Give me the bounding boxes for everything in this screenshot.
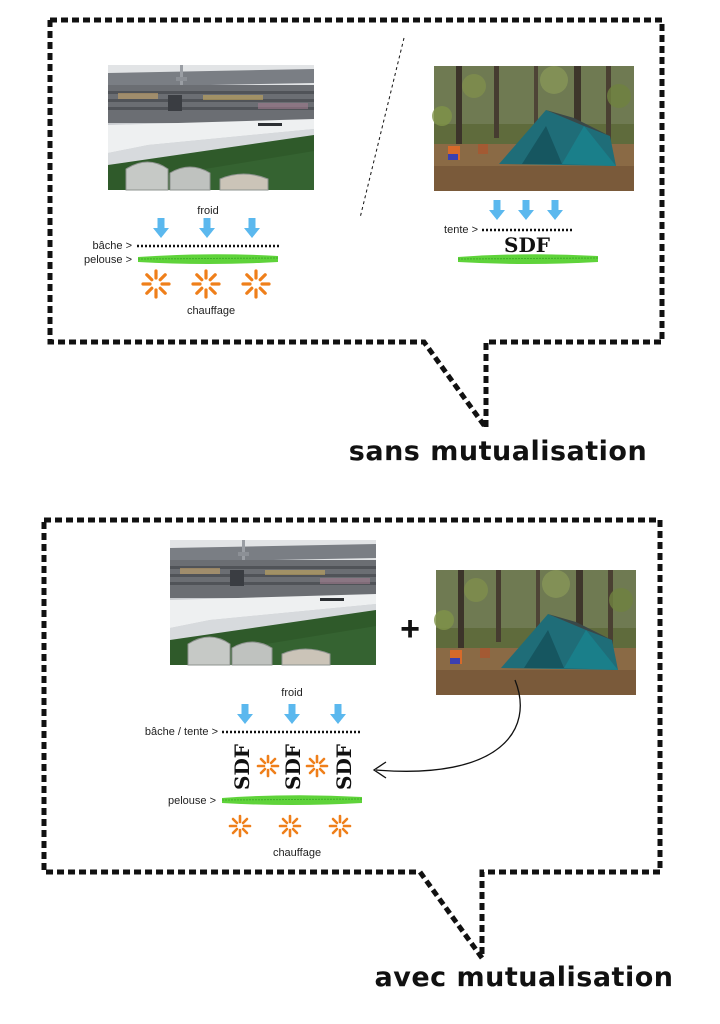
heat-burst-icon (191, 269, 221, 299)
label-sdf-2: SDF (281, 744, 305, 790)
grass-strip-icon (137, 253, 279, 265)
tent-photo-top (432, 66, 634, 191)
label-pelouse-top: pelouse > (84, 254, 132, 266)
cold-arrow-icon (284, 704, 300, 724)
heat-burst-icon (141, 269, 171, 299)
cold-arrow-icon (199, 218, 215, 238)
caption-avec-mutualisation: avec mutualisation (375, 962, 674, 993)
grass-strip-icon (457, 253, 599, 265)
cold-arrow-icon (330, 704, 346, 724)
tent-photo-bottom (434, 570, 636, 695)
cold-arrow-icon (237, 704, 253, 724)
speech-bubble-top (47, 17, 665, 436)
label-bache-tente: bâche / tente > (145, 726, 218, 738)
heat-burst-icon (328, 814, 352, 838)
heat-burst-icon (228, 814, 252, 838)
heat-bursts-bottom (228, 814, 352, 838)
plus-sign: + (400, 610, 420, 648)
heat-burst-icon (241, 269, 271, 299)
cold-arrows-top-left (153, 218, 260, 238)
label-froid-bottom: froid (281, 687, 302, 699)
speech-bubble-bottom (41, 517, 663, 966)
cold-arrows-top-right (489, 200, 563, 220)
label-chauffage-top: chauffage (187, 305, 235, 317)
cold-arrow-icon (547, 200, 563, 220)
cold-arrow-icon (489, 200, 505, 220)
heat-bursts-top (141, 269, 271, 299)
cold-arrow-icon (153, 218, 169, 238)
cold-arrow-icon (518, 200, 534, 220)
separator-line (359, 37, 405, 219)
cold-arrow-icon (244, 218, 260, 238)
label-sdf-3: SDF (332, 744, 356, 790)
stadium-photo-bottom (169, 539, 377, 666)
grass-strip-icon (221, 794, 363, 806)
label-froid-top: froid (197, 205, 218, 217)
label-sdf-top: SDF (504, 233, 550, 257)
label-pelouse-bottom: pelouse > (168, 795, 216, 807)
label-sdf-1: SDF (230, 744, 254, 790)
heat-burst-icon (256, 754, 280, 778)
label-bache: bâche > (93, 240, 132, 252)
label-chauffage-bottom: chauffage (273, 847, 321, 859)
sdf-row: SDF SDF SDF (230, 744, 356, 790)
label-tente: tente > (444, 224, 478, 236)
heat-burst-icon (305, 754, 329, 778)
caption-sans-mutualisation: sans mutualisation (349, 436, 647, 467)
stadium-photo-top (107, 64, 315, 191)
heat-burst-icon (278, 814, 302, 838)
merge-arrow (372, 679, 521, 779)
cold-arrows-bottom (237, 704, 346, 724)
